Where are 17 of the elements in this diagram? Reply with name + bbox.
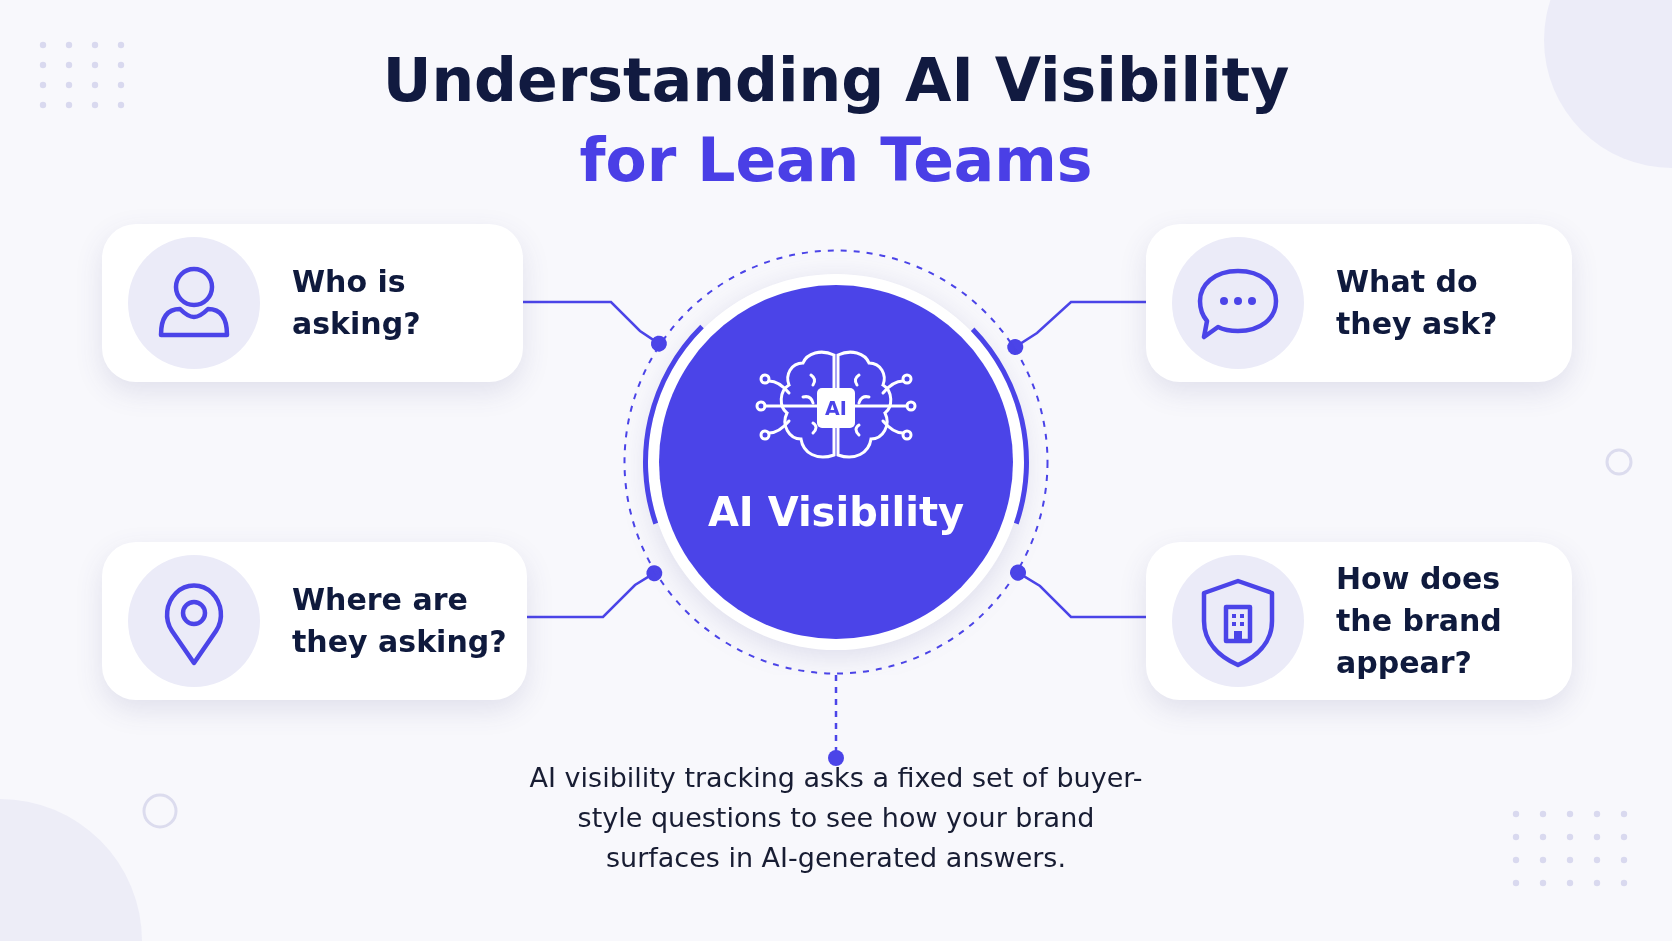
connector-line [527, 565, 663, 619]
connector-line [523, 300, 667, 352]
title: Understanding AI Visibility for Lean Teams [381, 44, 1291, 197]
question-card [102, 224, 523, 382]
question-card [102, 542, 527, 700]
chip-label: AI [817, 388, 855, 428]
connector-line [1007, 300, 1146, 355]
question-card [1146, 224, 1572, 382]
question-text: Who is asking? [292, 263, 422, 343]
connector-line [828, 675, 844, 766]
question-card [1146, 542, 1572, 700]
caption-text: AI visibility tracking asks a fixed set of buyer-style questions to see how your brand surfaces in AI-generated answers. [528, 761, 1144, 875]
question-text: How does the brand appear? [1336, 560, 1503, 682]
hub-label: AI Visibility [706, 488, 966, 537]
question-text: What do they ask? [1336, 263, 1499, 343]
connector-line [1010, 564, 1146, 619]
question-text: Where are they asking? [292, 581, 508, 661]
